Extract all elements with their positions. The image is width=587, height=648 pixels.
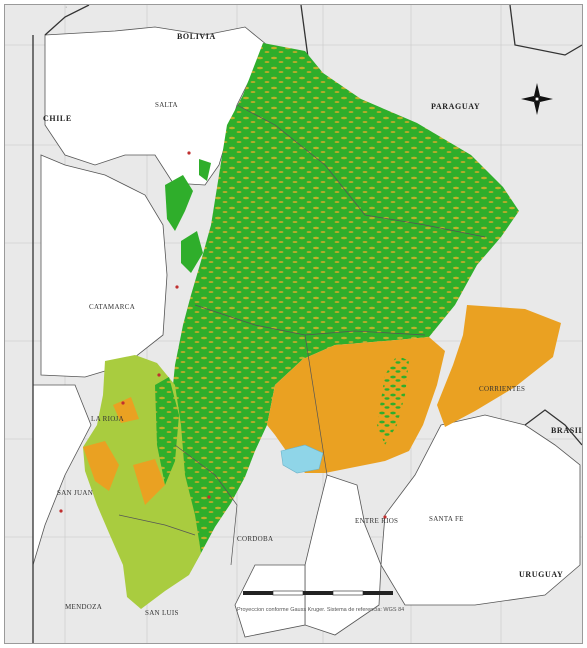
label-mendoza: MENDOZA — [65, 603, 102, 611]
scale-caption: Proyeccion conforme Gauss Kruger. Sistem… — [237, 607, 405, 613]
province-southwest — [32, 384, 92, 566]
vegetation-map: BOLIVIA CHILE PARAGUAY BRASIL URUGUAY SA… — [5, 5, 582, 643]
label-catamarca: CATAMARCA — [89, 303, 135, 311]
label-salta: SALTA — [155, 101, 178, 109]
province-areas — [32, 26, 581, 638]
lake — [280, 444, 324, 474]
label-san-juan: SAN JUAN — [57, 489, 93, 497]
top-coord-ticks: · — [65, 4, 68, 11]
forest-patches-east — [377, 355, 409, 445]
province-southeast — [234, 564, 306, 638]
label-paraguay: PARAGUAY — [431, 102, 480, 111]
label-bolivia: BOLIVIA — [177, 32, 216, 41]
label-brazil: BRASIL — [551, 426, 582, 435]
open-patches-southwest — [83, 397, 165, 505]
province-north — [44, 26, 268, 186]
label-chile: CHILE — [43, 114, 72, 123]
label-corrientes: CORRIENTES — [479, 385, 525, 393]
province-west — [40, 154, 168, 378]
label-santa-fe: SANTA FE — [429, 515, 464, 523]
label-entre-rios: ENTRE RIOS — [355, 517, 398, 525]
forest-fingers-southwest — [155, 377, 179, 485]
label-cordoba: CORDOBA — [237, 535, 273, 543]
forest-region — [165, 43, 519, 571]
province-borders — [118, 104, 486, 566]
label-la-rioja: LA RIOJA — [91, 415, 124, 423]
compass-rose-icon — [521, 83, 553, 115]
map-frame: · — [4, 4, 583, 644]
open-region-detached — [437, 305, 561, 427]
city-markers — [59, 151, 387, 519]
scale-bar — [243, 590, 393, 596]
label-san-luis: SAN LUIS — [145, 609, 179, 617]
label-uruguay: URUGUAY — [519, 570, 563, 579]
